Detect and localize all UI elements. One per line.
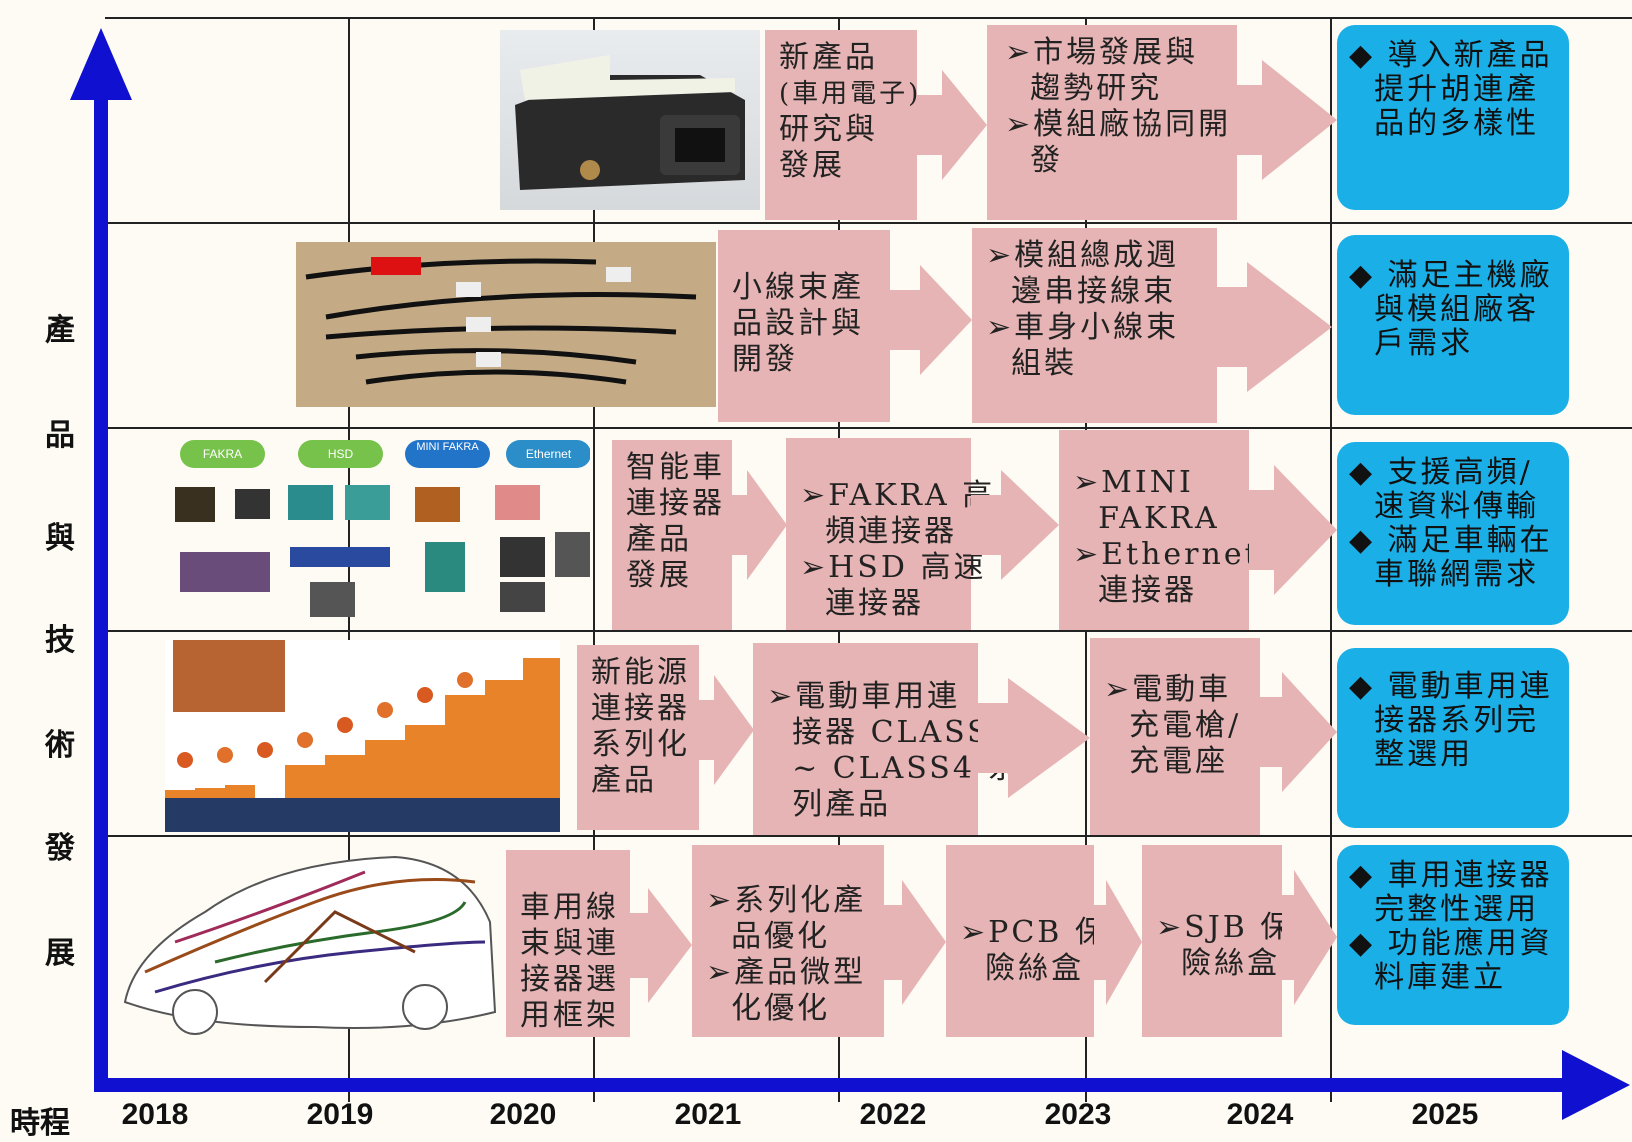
- y-axis-char: 與: [45, 521, 75, 556]
- flow-arrow: [1282, 870, 1337, 1005]
- flow-arrow: [1260, 672, 1337, 792]
- row5-step4: ➢SJB 保 險絲盒: [1142, 845, 1290, 1037]
- y-axis-char: 品: [45, 418, 75, 453]
- car-wiring-illustration: [115, 842, 500, 1037]
- row2-step2: ➢模組總成週 邊串接線束 ➢車身小線束 組裝: [972, 228, 1217, 423]
- year-2018: 2018: [121, 1098, 189, 1131]
- row1-goal: ◆ 導入新產品 提升胡連產 品的多樣性: [1337, 25, 1569, 210]
- row5-step2: ➢系列化產 品優化 ➢產品微型 化優化: [692, 845, 884, 1037]
- pill-fakra: FAKRA: [180, 440, 265, 468]
- row2-goal: ◆ 滿足主機廠 與模組廠客 戶需求: [1337, 235, 1569, 415]
- pill-mini-fakra: MINI FAKRA: [405, 440, 490, 468]
- row5-goal: ◆ 車用連接器 完整性選用 ◆ 功能應用資 料庫建立: [1337, 845, 1569, 1025]
- year-2019: 2019: [306, 1098, 374, 1131]
- ev-connector-chart-photo: [165, 640, 560, 832]
- row4-goal: ◆ 電動車用連 接器系列完 整選用: [1337, 648, 1569, 828]
- x-axis-arrowhead: [1562, 1050, 1630, 1120]
- year-2022: 2022: [859, 1098, 927, 1131]
- flow-arrow: [630, 888, 692, 1003]
- x-axis-line: [94, 1078, 1564, 1092]
- flow-arrow: [732, 470, 787, 580]
- row-divider: [105, 427, 1632, 429]
- x-axis-label: 時程: [10, 1106, 70, 1141]
- row3-step1: 智能車 連接器 產品 發展: [612, 440, 732, 630]
- pill-ethernet: Ethernet: [506, 440, 590, 468]
- year-2021: 2021: [674, 1098, 742, 1131]
- flow-arrow: [1237, 60, 1337, 180]
- year-2025: 2025: [1411, 1098, 1479, 1131]
- y-axis-char: 技: [45, 623, 75, 658]
- row5-step3: ➢PCB 保 險絲盒: [946, 845, 1105, 1037]
- row1-step1: 新產品 (車用電子) 研究與 發展: [765, 30, 918, 220]
- col-divider: [1330, 17, 1332, 1102]
- y-axis-char: 發: [45, 831, 75, 866]
- row3-step3: ➢MINI FAKRA ➢Ethernet 連接器: [1059, 430, 1257, 630]
- grid-top-line: [105, 17, 1632, 19]
- flow-arrow: [978, 678, 1090, 798]
- row3-step2: ➢FAKRA 高 頻連接器 ➢HSD 高速 連接器: [786, 438, 992, 630]
- year-2020: 2020: [489, 1098, 557, 1131]
- y-axis-arrowhead: [70, 28, 132, 100]
- flow-arrow: [1094, 880, 1142, 1005]
- flow-arrow: [1217, 262, 1332, 392]
- flow-arrow: [971, 470, 1059, 580]
- pill-hsd: HSD: [298, 440, 383, 468]
- flow-arrow: [699, 675, 754, 785]
- y-axis-char: 術: [45, 728, 75, 763]
- row3-goal: ◆ 支援高頻/ 速資料傳輸 ◆ 滿足車輛在 車聯網需求: [1337, 442, 1569, 625]
- smart-connector-photo: FAKRA HSD MINI FAKRA Ethernet: [160, 432, 590, 622]
- row-divider: [105, 630, 1632, 632]
- row-divider: [105, 835, 1632, 837]
- col-divider: [593, 17, 595, 1102]
- row5-step1: 車用線 束與連 接器選 用框架: [506, 850, 630, 1037]
- year-2023: 2023: [1044, 1098, 1112, 1131]
- row4-step3: ➢電動車 充電槍/ 充電座: [1090, 638, 1260, 835]
- row4-step2: ➢電動車用連 接器 CLASS1 ~ CLASS4 系 列產品: [753, 643, 1018, 835]
- row4-step1: 新能源 連接器 系列化 產品: [577, 645, 699, 830]
- y-axis-line: [94, 90, 108, 1090]
- year-2024: 2024: [1226, 1098, 1294, 1131]
- flow-arrow: [1249, 465, 1337, 595]
- electronic-module-photo: [500, 30, 760, 210]
- y-axis-char: 產: [45, 313, 75, 348]
- row1-step2: ➢市場發展與 趨勢研究 ➢模組廠協同開 發: [987, 25, 1237, 220]
- row2-step1: 小線束產 品設計與 開發: [718, 230, 890, 422]
- row-divider: [105, 222, 1632, 224]
- wire-harness-photo: [296, 242, 716, 407]
- flow-arrow: [917, 70, 987, 180]
- flow-arrow: [884, 880, 946, 1005]
- y-axis-char: 展: [45, 936, 75, 971]
- flow-arrow: [890, 265, 972, 375]
